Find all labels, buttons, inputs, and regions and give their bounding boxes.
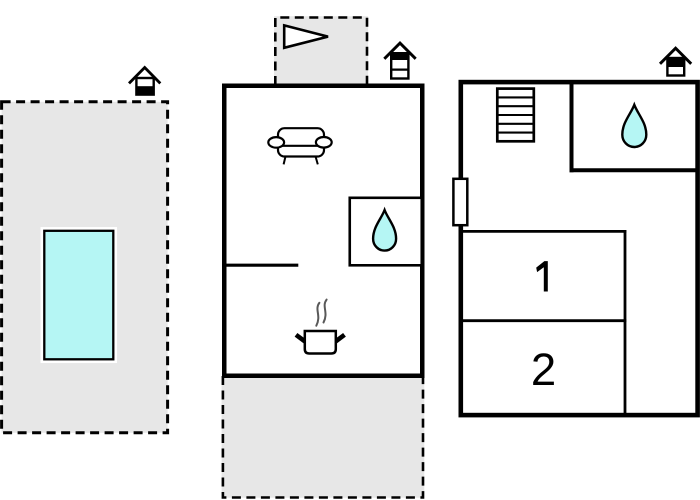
svg-text:2: 2 [531, 344, 556, 395]
